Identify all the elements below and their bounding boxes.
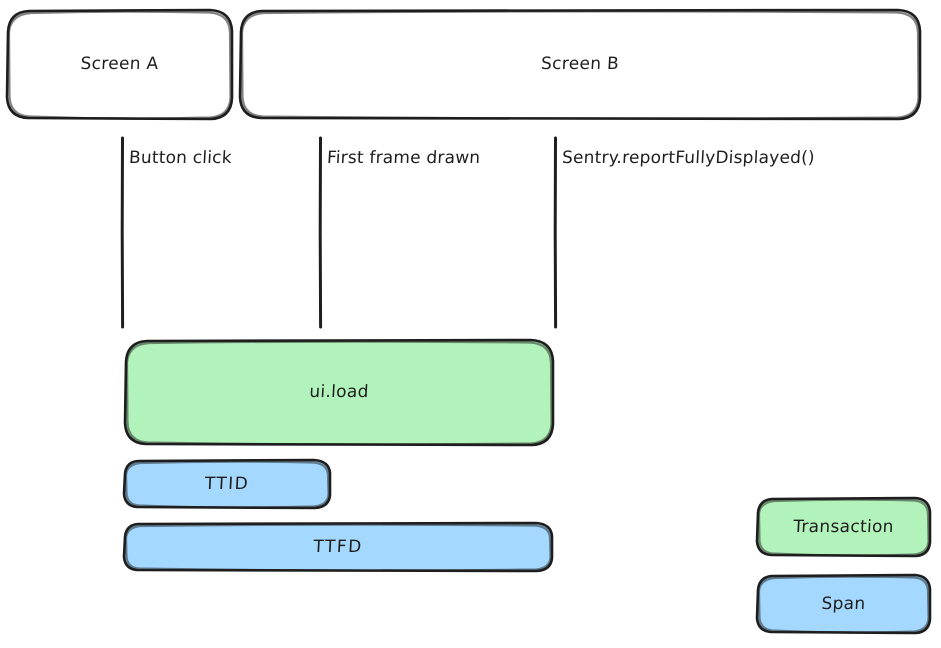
screen-b-shape[interactable] [238, 8, 922, 121]
legend-label-span: Span [821, 593, 867, 614]
marker-label-first-frame-drawn: First frame drawn [326, 148, 481, 168]
bar-label-ui-load: ui.load [308, 382, 370, 402]
legend-span-shape[interactable] [755, 573, 932, 635]
screen-a-label: Screen A [80, 54, 159, 74]
marker-label-button-click: Button click [128, 148, 233, 168]
bar-label-ttfd: TTFD [312, 536, 364, 557]
legend-transaction-shape[interactable] [755, 496, 932, 558]
screen-b-label: Screen B [540, 54, 620, 74]
marker-label-report-fully-displayed: Sentry.reportFullyDisplayed() [561, 148, 816, 168]
bar-ttfd-shape[interactable] [122, 521, 554, 573]
bar-ui-load-shape[interactable] [123, 338, 555, 447]
legend-label-transaction: Transaction [792, 516, 895, 537]
screen-a-shape[interactable] [5, 8, 234, 121]
bar-label-ttid: TTID [204, 473, 250, 494]
bar-ttid-shape[interactable] [122, 458, 332, 510]
